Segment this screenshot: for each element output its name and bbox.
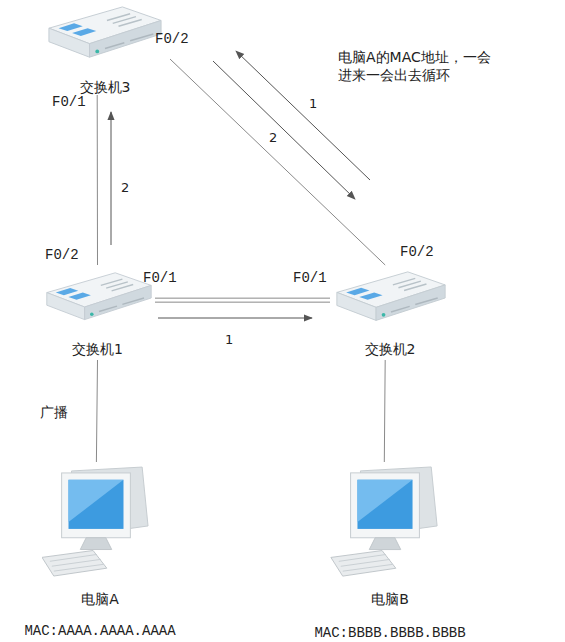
link-line (96, 360, 97, 462)
computer-node: 电脑A MAC:AAAA.AAAA.AAAA (10, 462, 190, 640)
switch-icon (49, 7, 161, 57)
node-title: 交换机1 (40, 340, 155, 358)
node-title: 交换机3 (40, 78, 170, 96)
callout-number: 1 (309, 95, 317, 112)
callout-number: 2 (269, 129, 277, 146)
link-line (155, 298, 330, 302)
link-line (170, 59, 385, 265)
flow-arrow (158, 318, 312, 319)
edge-label: 广播 (40, 404, 68, 422)
port-label: F0/1 (52, 94, 86, 111)
node-title: 电脑B (295, 590, 485, 608)
switch-node: 交换机3 (40, 5, 170, 95)
switch-node: 交换机1 (40, 265, 155, 360)
computer-icon (42, 467, 148, 576)
switch-node: 交换机2 (330, 265, 450, 360)
node-title: 交换机2 (330, 340, 450, 358)
port-label: F0/1 (143, 270, 177, 287)
port-label: F0/1 (293, 270, 327, 287)
mac-address: MAC:BBBB.BBBB.BBBB (295, 624, 485, 642)
node-title: 电脑A (10, 590, 190, 608)
link-line (97, 95, 98, 265)
computer-node: 电脑B MAC:BBBB.BBBB.BBBB (295, 462, 485, 640)
flow-arrow (111, 112, 112, 245)
port-label: F0/2 (400, 244, 434, 261)
switch-icon (47, 273, 151, 320)
mac-address: MAC:AAAA.AAAA.AAAA (10, 622, 190, 640)
port-label: F0/2 (45, 247, 79, 264)
port-label: F0/2 (155, 31, 189, 48)
link-line (384, 360, 386, 462)
note-text: 电脑A的MAC地址，一会 进来一会出去循环 (338, 48, 508, 84)
computer-icon (331, 467, 437, 576)
callout-number: 2 (121, 179, 129, 196)
switch-icon (337, 272, 445, 321)
flow-arrow (213, 61, 355, 199)
callout-number: 1 (225, 331, 233, 348)
